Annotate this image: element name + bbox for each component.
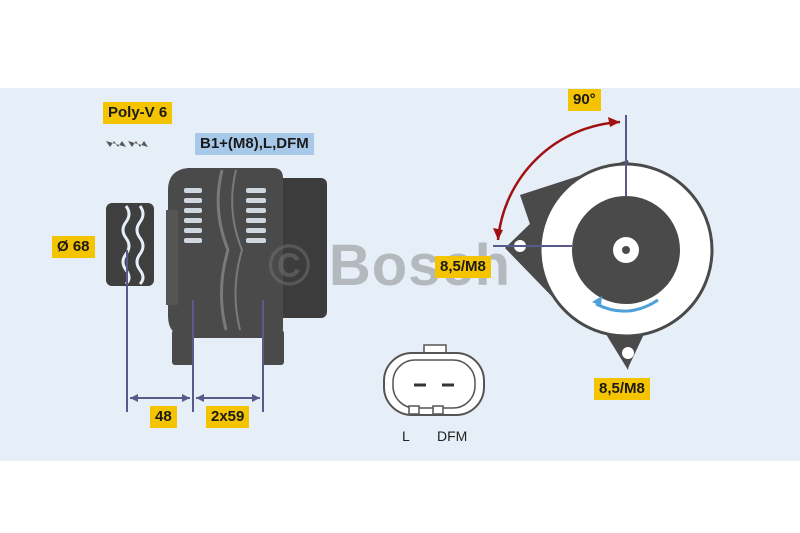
mount-bottom-label: 8,5/M8 [594, 378, 650, 400]
connector-l-label: L [402, 428, 410, 444]
poly-v-label: Poly-V 6 [103, 102, 173, 124]
connector-plug-icon [383, 344, 485, 416]
dimension-lines [126, 250, 264, 412]
pulley-diameter-label: Ø 68 [52, 236, 95, 258]
alternator-body-side [166, 168, 327, 365]
alternator-front-view [493, 115, 714, 370]
angle-label: 90° [568, 89, 601, 111]
poly-v-belt-icon [106, 141, 148, 147]
rotation-direction-arrow [592, 296, 659, 313]
connector-dfm-label: DFM [437, 428, 468, 444]
rotation-angle-arc [493, 117, 621, 241]
terminal-spec-label: B1+(M8),L,DFM [195, 133, 314, 155]
pulley [106, 203, 154, 286]
dimension-2x59-label: 2x59 [206, 406, 250, 428]
mount-top-label: 8,5/M8 [435, 256, 491, 278]
dimension-48-label: 48 [150, 406, 177, 428]
